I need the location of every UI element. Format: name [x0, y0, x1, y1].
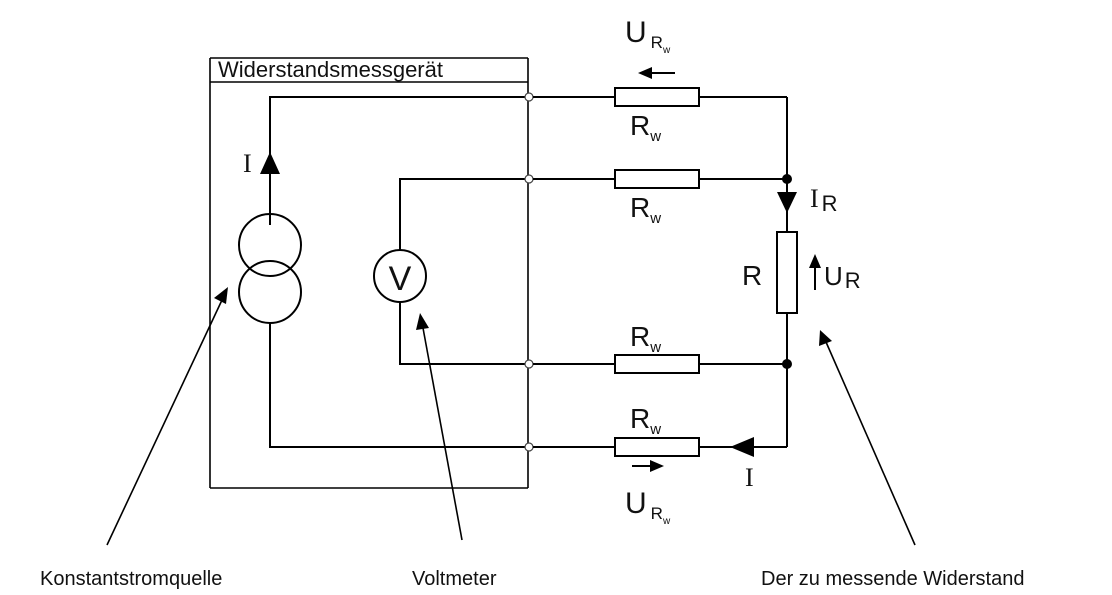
pointer-resistor	[825, 341, 916, 546]
wire-resistor-label: Rw	[630, 192, 661, 227]
current-arrow-down	[777, 192, 797, 213]
resistor-body	[776, 231, 798, 314]
return-current: I	[730, 437, 754, 492]
current-source-circle-bottom	[238, 260, 302, 324]
pointer-source	[106, 299, 223, 546]
wire-resistor	[614, 354, 700, 374]
device-title: Widerstandsmessgerät	[218, 57, 443, 82]
terminal	[524, 359, 534, 369]
current-arrow-up	[260, 152, 280, 174]
callout-source-label: Konstantstromquelle	[40, 568, 222, 590]
arrowhead-right	[650, 460, 664, 472]
wire-resistor-label: Rw	[630, 403, 661, 438]
pointer-voltmeter	[422, 327, 463, 541]
pointer-arrowhead	[214, 287, 228, 304]
callout-resistor-label: Der zu messende Widerstand	[761, 568, 1024, 590]
wire-resistor	[614, 87, 700, 107]
terminal	[524, 442, 534, 452]
wire-resistor	[614, 437, 700, 457]
callout-voltmeter-label: Voltmeter	[412, 568, 497, 590]
junction-top	[782, 174, 792, 184]
voltmeter-symbol: V	[389, 260, 412, 298]
wire-resistor-label: Rw	[630, 321, 661, 356]
wire-resistor-labels: Rw Rw Rw Rw	[630, 110, 661, 438]
current-source-circle-top	[238, 213, 302, 277]
resistor-label: R	[742, 260, 762, 291]
device-enclosure: Widerstandsmessgerät	[209, 57, 529, 489]
arrowhead-left	[638, 67, 652, 79]
wire-resistors	[614, 87, 700, 457]
voltage-r-label: UR	[824, 261, 861, 293]
terminal	[524, 174, 534, 184]
voltmeter-circle	[373, 249, 427, 303]
current-arrow-left	[730, 437, 754, 457]
wire-resistor-label: Rw	[630, 110, 661, 145]
terminals	[524, 92, 534, 452]
wire-resistor	[614, 169, 700, 189]
callout-pointers	[106, 287, 916, 546]
pointer-arrowhead	[416, 313, 429, 330]
terminal	[524, 92, 534, 102]
arrowhead-up	[809, 254, 821, 268]
callout-labels: Konstantstromquelle Voltmeter Der zu mes…	[40, 568, 1024, 590]
pointer-arrowhead	[819, 330, 832, 346]
current-label: I	[243, 149, 252, 178]
return-current-label: I	[745, 463, 754, 492]
junction-bottom	[782, 359, 792, 369]
current-source-branch: I	[238, 96, 527, 448]
voltmeter-branch: V	[373, 178, 527, 365]
